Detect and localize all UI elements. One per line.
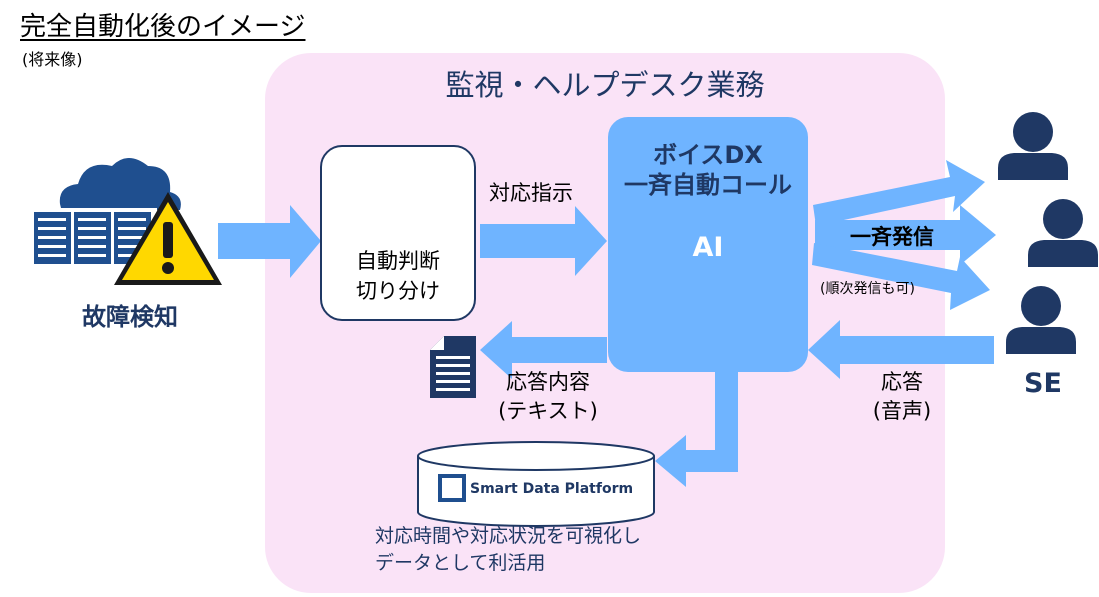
broadcast-label: 一斉発信	[850, 225, 934, 249]
voice-dx-box	[608, 117, 808, 372]
arrow-se-to-voice	[808, 320, 994, 379]
response-voice-line2: (音声)	[872, 399, 932, 423]
arrow-broadcast-middle	[815, 205, 996, 265]
visualization-label: 対応時間や対応状況を可視化し データとして利活用	[375, 523, 641, 577]
arrow-voice-to-document	[480, 321, 607, 379]
se-person-icon-3	[1006, 286, 1076, 354]
visualization-line2: データとして利活用	[375, 552, 546, 574]
judge-label: 自動判断 切り分け	[320, 246, 476, 306]
sdp-label: Smart Data Platform	[470, 481, 634, 497]
arrow-detection-to-judge	[218, 205, 321, 278]
voice-ai-label: AI	[692, 232, 724, 263]
warning-icon	[114, 192, 222, 285]
auto-judge-box	[320, 145, 476, 321]
arrow-broadcast-top	[813, 160, 985, 226]
se-person-icon-2	[1028, 199, 1098, 267]
page-subtitle: (将来像)	[22, 50, 83, 69]
response-text-line2: (テキスト)	[498, 399, 598, 423]
se-person-icon-1	[998, 112, 1068, 180]
response-voice-label: 応答 (音声)	[852, 368, 952, 426]
arrow-judge-to-voice	[480, 206, 607, 276]
detection-label: 故障検知	[82, 303, 178, 331]
sequential-label: (順次発信も可)	[820, 281, 915, 297]
arrow-voice-to-database	[655, 372, 738, 487]
visualization-line1: 対応時間や対応状況を可視化し	[375, 525, 642, 547]
judge-label-line2: 切り分け	[356, 279, 440, 303]
response-voice-line1: 応答	[881, 370, 923, 394]
response-text-label: 応答内容 (テキスト)	[478, 368, 618, 426]
voice-dx-line1: ボイスDX	[653, 141, 763, 169]
instruction-label: 対応指示	[489, 181, 573, 205]
voice-dx-label: ボイスDX 一斉自動コール	[608, 140, 808, 200]
arrow-broadcast-bottom	[812, 243, 990, 310]
judge-ai-label: AI	[382, 160, 414, 191]
se-label: SE	[1024, 368, 1062, 399]
document-icon	[430, 336, 476, 398]
voice-dx-line2: 一斉自動コール	[624, 171, 792, 199]
panel-title: 監視・ヘルプデスク業務	[445, 68, 765, 102]
database-icon	[417, 441, 655, 527]
response-text-line1: 応答内容	[506, 370, 590, 394]
page-title: 完全自動化後のイメージ	[20, 12, 306, 42]
judge-label-line1: 自動判断	[356, 249, 440, 273]
